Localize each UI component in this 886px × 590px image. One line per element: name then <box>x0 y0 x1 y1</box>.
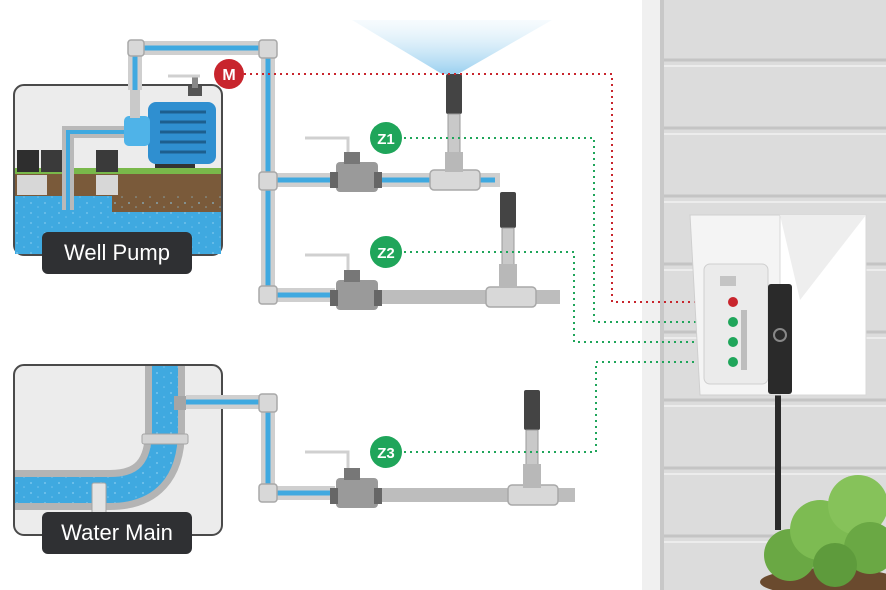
terminal-zone2 <box>728 337 738 347</box>
zone2-valve <box>305 253 382 310</box>
master-badge-text: M <box>222 67 235 84</box>
water-main-label: Water Main <box>42 512 192 554</box>
sprinkler-head-zone2 <box>499 192 517 288</box>
sprinkler-spray <box>352 20 552 74</box>
zone2-wire <box>404 251 733 343</box>
zone1-valve <box>305 136 382 192</box>
terminal-zone1 <box>728 317 738 327</box>
zone1-badge-text: Z1 <box>377 131 395 148</box>
terminal-dots <box>728 297 738 367</box>
master-valve-badge: M <box>214 59 244 89</box>
zone1-badge: Z1 <box>370 122 402 154</box>
well-pump-panel <box>13 84 223 256</box>
sprinkler-head-zone1 <box>445 74 463 172</box>
zone3-valve <box>305 450 382 508</box>
bush <box>760 475 886 590</box>
zone3-wire <box>404 361 733 453</box>
wires <box>244 73 733 453</box>
water-main-panel <box>13 364 223 536</box>
sprinkler-head-zone3 <box>523 390 541 488</box>
terminal-zone3 <box>728 357 738 367</box>
well-pump-label: Well Pump <box>42 232 192 274</box>
master-valve <box>168 74 202 96</box>
master-wire <box>244 73 733 303</box>
zone3-badge-text: Z3 <box>377 445 395 462</box>
zone1-wire <box>404 137 733 323</box>
zone2-badge: Z2 <box>370 236 402 268</box>
zone2-badge-text: Z2 <box>377 245 395 262</box>
terminal-master <box>728 297 738 307</box>
zone3-badge: Z3 <box>370 436 402 468</box>
